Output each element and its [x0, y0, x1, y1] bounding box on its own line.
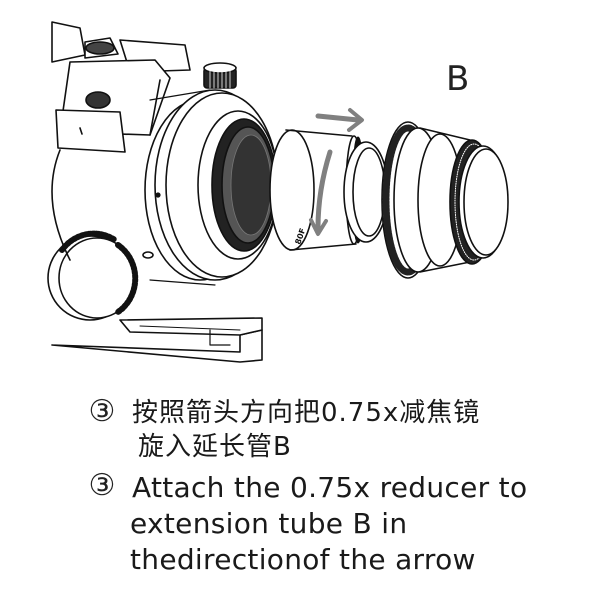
rotate-arrow-icon: [309, 149, 333, 236]
focuser-body: [51, 89, 279, 286]
dovetail-rail: [51, 317, 263, 363]
part-label-b: B: [446, 59, 470, 99]
step-number-badge: ③: [88, 468, 116, 503]
push-arrow-icon: [315, 108, 364, 132]
step-number-badge: ③: [88, 394, 116, 429]
instructions: ③ 按照箭头方向把0.75x减焦镜 旋入延长管B ③ Attach the 0.…: [88, 396, 588, 578]
instruction-line: extension tube B in: [130, 507, 408, 540]
finder-shoe: [51, 21, 191, 153]
instruction-line: Attach the 0.75x reducer to: [132, 471, 528, 504]
lock-knob: [203, 62, 237, 89]
reducer: [381, 121, 509, 279]
instruction-line: thedirectionof the arrow: [130, 543, 476, 576]
step-3-chinese: ③ 按照箭头方向把0.75x减焦镜 旋入延长管B: [88, 396, 588, 464]
assembly-illustration: 80F B: [47, 21, 509, 363]
step-3-english: ③ Attach the 0.75x reducer to extension …: [88, 470, 588, 578]
instruction-line: 旋入延长管B: [138, 432, 292, 462]
instruction-line: 按照箭头方向把0.75x减焦镜: [132, 398, 481, 428]
focus-knob: [47, 230, 139, 321]
extension-tube-b: 80F: [269, 129, 389, 251]
